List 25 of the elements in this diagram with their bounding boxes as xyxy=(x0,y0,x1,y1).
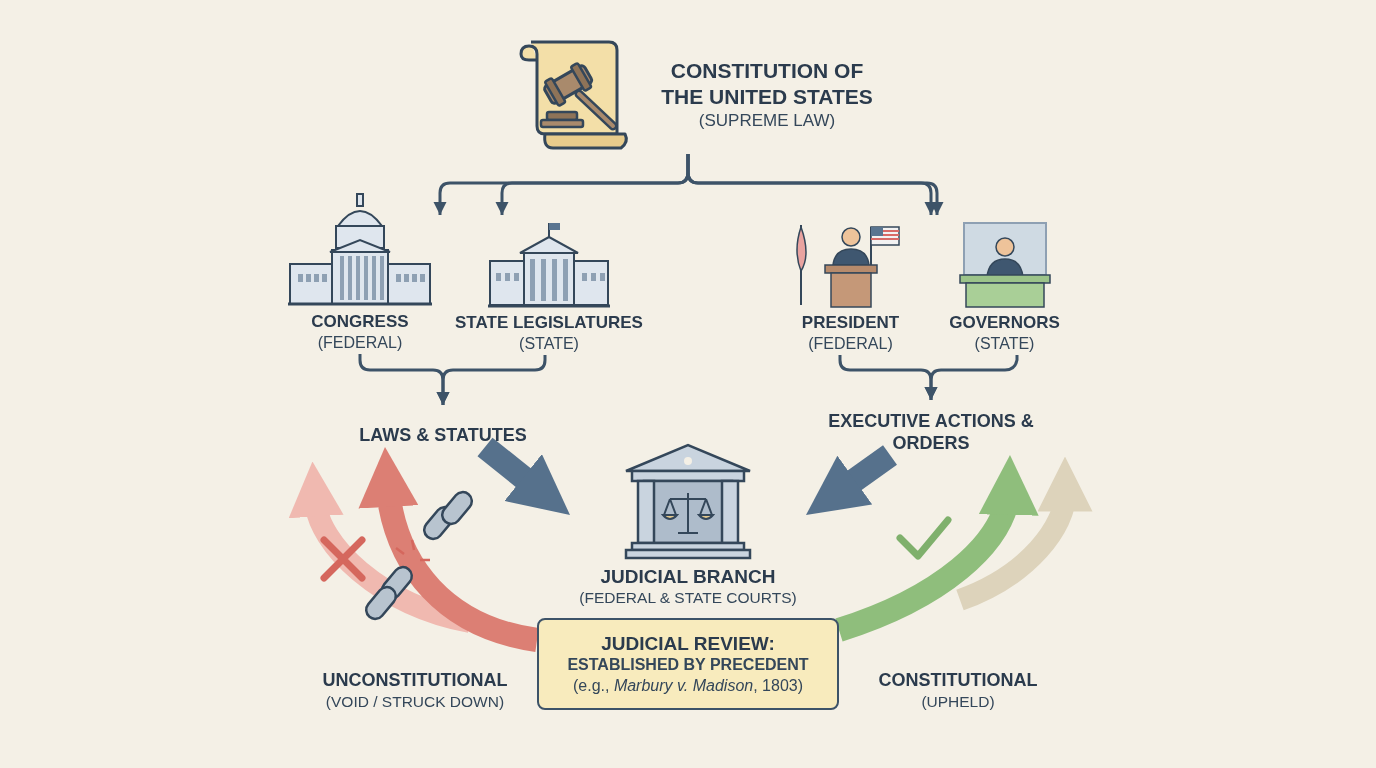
node-subtitle: (VOID / STRUCK DOWN) xyxy=(325,691,505,712)
node-subtitle: (e.g., Marbury v. Madison, 1803) xyxy=(573,675,803,696)
node-subtitle: (FEDERAL) xyxy=(317,333,403,354)
node-subtitle: ESTABLISHED BY PRECEDENT xyxy=(567,654,809,675)
node-subtitle: (STATE) xyxy=(974,334,1035,355)
node-title: LAWS & STATUTES xyxy=(359,425,527,447)
node-title: STATE LEGISLATURES xyxy=(455,313,643,335)
node-title: CONGRESS xyxy=(311,312,409,334)
callout-box xyxy=(537,618,839,710)
node-title: CONSTITUTIONAL xyxy=(878,669,1038,692)
node-subtitle: (SUPREME LAW) xyxy=(698,109,836,132)
node-subtitle: (FEDERAL & STATE COURTS) xyxy=(579,587,797,608)
arrow xyxy=(806,445,897,515)
node-subtitle: (UPHELD) xyxy=(921,691,995,712)
node-title: JUDICIAL REVIEW: xyxy=(601,631,775,655)
node-subtitle: (FEDERAL) xyxy=(808,334,893,355)
node-subtitle: (STATE) xyxy=(519,334,579,355)
node-title: CONSTITUTION OF THE UNITED STATES xyxy=(660,58,874,110)
node-title: JUDICIAL BRANCH xyxy=(600,564,776,588)
node-title: PRESIDENT xyxy=(801,313,900,335)
node-title: EXECUTIVE ACTIONS & ORDERS xyxy=(827,411,1035,455)
arrow xyxy=(477,437,570,515)
node-title: GOVERNORS xyxy=(949,313,1060,335)
node-title: UNCONSTITUTIONAL xyxy=(322,669,508,692)
arrow xyxy=(835,455,1036,642)
